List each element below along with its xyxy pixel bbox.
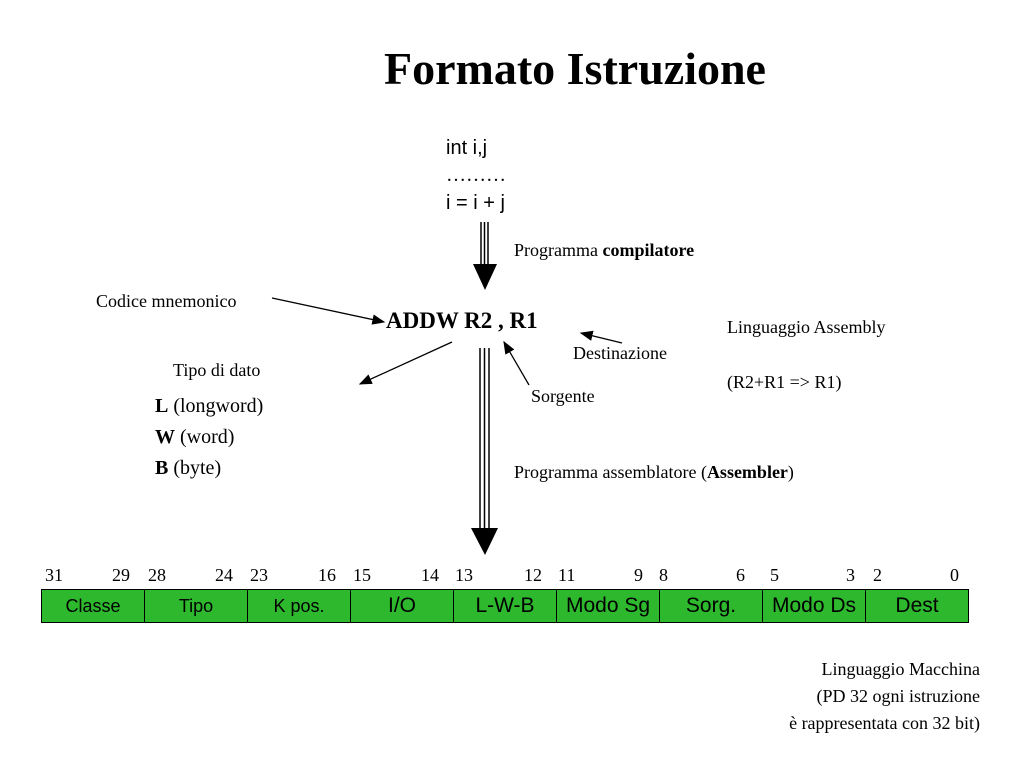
- field-k-pos: K pos.: [247, 589, 351, 623]
- bit-label: 15: [353, 565, 371, 585]
- machine-language-line-1: Linguaggio Macchina: [821, 659, 980, 679]
- assembler-label: Programma assemblatore (Assembler): [514, 462, 794, 482]
- destination-label: Destinazione: [573, 343, 667, 363]
- bit-label: 9: [634, 565, 643, 585]
- bit-label: 3: [846, 565, 855, 585]
- assembly-meaning: (R2+R1 => R1): [727, 372, 842, 392]
- mnemonic-arrow: [271, 297, 386, 325]
- bit-label: 5: [770, 565, 779, 585]
- bit-label: 2: [873, 565, 882, 585]
- data-type-word: W (word): [155, 426, 235, 448]
- data-type-arrow: [358, 341, 453, 385]
- machine-language-line-2: (PD 32 ogni istruzione: [816, 686, 981, 706]
- bit-label: 29: [112, 565, 130, 585]
- machine-language-line-3: è rappresentata con 32 bit): [789, 713, 980, 733]
- bit-label: 24: [215, 565, 233, 585]
- bit-label: 8: [659, 565, 668, 585]
- compiler-arrow: [473, 222, 497, 290]
- mnemonic-label: Codice mnemonico: [96, 291, 237, 311]
- assembly-instruction: ADDW R2 , R1: [386, 308, 538, 333]
- field-modo-ds: Modo Ds: [762, 589, 866, 623]
- field-io: I/O: [350, 589, 454, 623]
- bit-label: 14: [421, 565, 439, 585]
- assembly-language-label: Linguaggio Assembly: [727, 317, 886, 337]
- field-sorg: Sorg.: [659, 589, 763, 623]
- source-arrow: [503, 340, 530, 386]
- field-classe: Classe: [41, 589, 145, 623]
- data-type-byte: B (byte): [155, 457, 222, 479]
- source-label: Sorgente: [531, 386, 595, 406]
- bit-label: 6: [736, 565, 745, 585]
- instruction-format-table: Classe Tipo K pos. I/O L-W-B Modo Sg Sor…: [41, 589, 969, 623]
- bit-label: 0: [950, 565, 959, 585]
- field-tipo: Tipo: [144, 589, 248, 623]
- bit-label: 13: [455, 565, 473, 585]
- bit-label: 23: [250, 565, 268, 585]
- assembler-arrow: [471, 348, 498, 555]
- field-dest: Dest: [865, 589, 969, 623]
- page-title: Formato Istruzione: [384, 43, 766, 94]
- bit-label: 16: [318, 565, 336, 585]
- field-lwb: L-W-B: [453, 589, 557, 623]
- bit-numbers: 31 29 28 24 23 16 15 14 13 12 11 9 8 6 5…: [40, 565, 966, 585]
- bit-label: 28: [148, 565, 166, 585]
- source-line-2: ………: [446, 164, 506, 186]
- destination-arrow: [579, 330, 623, 344]
- bit-label: 11: [558, 565, 576, 585]
- data-type-longword: L (longword): [155, 395, 264, 417]
- source-line-3: i = i + j: [446, 192, 505, 214]
- bit-label: 12: [524, 565, 542, 585]
- bit-label: 31: [45, 565, 63, 585]
- compiler-label: Programma compilatore: [514, 240, 695, 260]
- field-modo-sg: Modo Sg: [556, 589, 660, 623]
- source-line-1: int i,j: [446, 137, 488, 159]
- data-type-label: Tipo di dato: [173, 360, 261, 380]
